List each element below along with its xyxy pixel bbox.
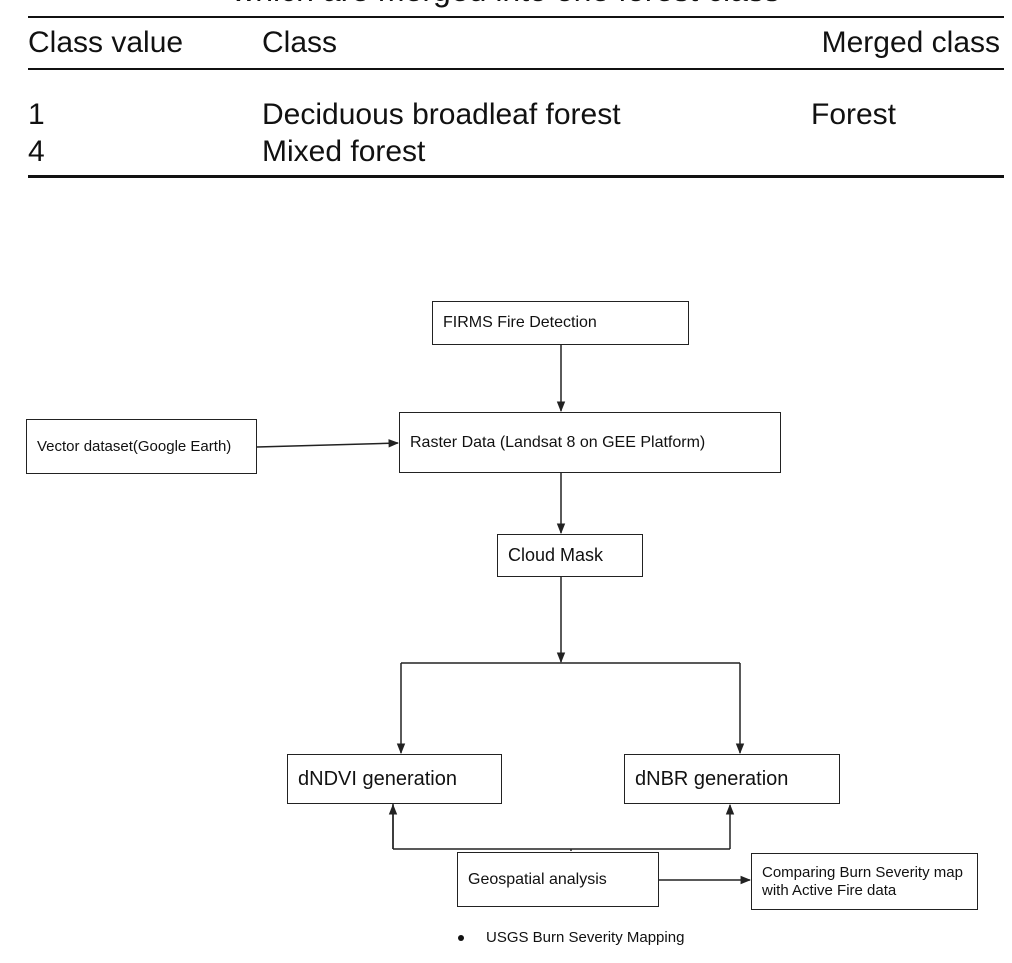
table-cell-value: 1 — [28, 98, 45, 131]
bullet-item: USGS Burn Severity Mapping — [458, 929, 684, 946]
node-geospatial-analysis: Geospatial analysis — [457, 852, 659, 907]
table-cell-class: Deciduous broadleaf forest — [262, 98, 621, 131]
bullet-dot-icon — [458, 934, 464, 941]
edge-vector-raster — [256, 439, 400, 448]
bullet-text: USGS Burn Severity Mapping — [486, 929, 685, 946]
header-merged-class: Merged class — [821, 26, 1000, 59]
node-comparing-burn-severity: Comparing Burn Severity map with Active … — [751, 853, 978, 910]
node-cloud-mask: Cloud Mask — [497, 534, 643, 577]
table-cell-class: Mixed forest — [262, 135, 426, 168]
node-dndvi-generation: dNDVI generation — [287, 754, 502, 804]
header-class-value: Class value — [28, 26, 184, 59]
table-cell-value: 4 — [28, 135, 45, 168]
table-cell-merged: Forest — [811, 98, 897, 131]
node-firms-fire-detection: FIRMS Fire Detection — [432, 301, 689, 345]
table-caption: which are merged into one forest class — [0, 0, 1012, 10]
header-class: Class — [262, 26, 338, 59]
table-top-rule — [28, 16, 1004, 18]
node-dnbr-generation: dNBR generation — [624, 754, 840, 804]
table-header-rule — [28, 68, 1004, 70]
node-vector-dataset: Vector dataset(Google Earth) — [26, 419, 257, 474]
table-bottom-rule — [28, 175, 1004, 178]
node-raster-data: Raster Data (Landsat 8 on GEE Platform) — [399, 412, 781, 473]
